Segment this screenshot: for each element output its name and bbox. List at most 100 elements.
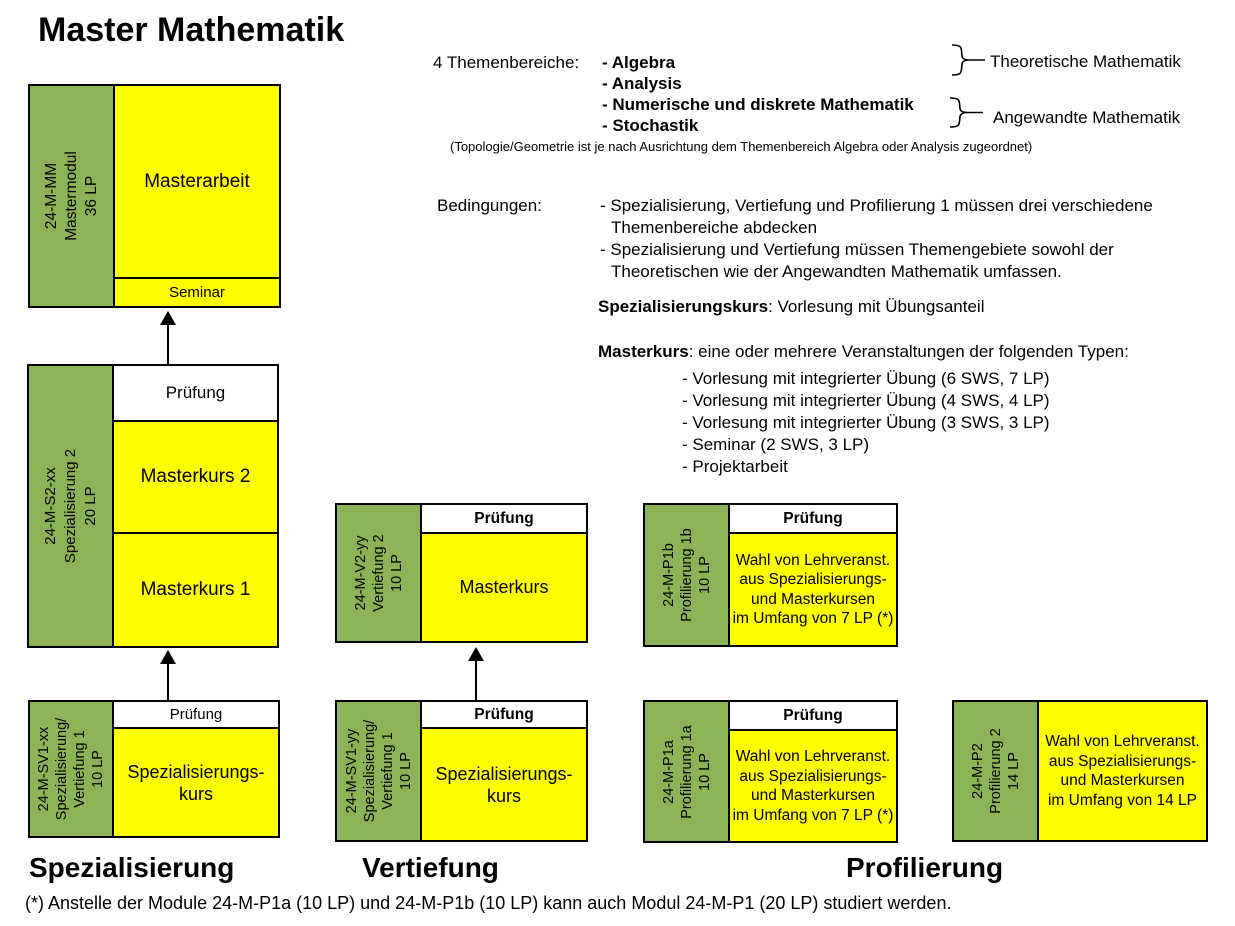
group-theoretische-mathematik: Theoretische Mathematik [990,52,1181,71]
pruefung-label: Prüfung [165,383,226,402]
kurs-line: kurs [486,785,521,806]
pruefung-cell: Prüfung [730,505,896,534]
module-lp: 10 LP [696,556,713,594]
bedingungen-line: - Spezialisierung, Vertiefung und Profil… [600,196,1153,215]
module-spezialisierung-2-code-panel: 24-M-S2-xx Spezialisierung 2 20 LP [29,366,114,646]
pruefung-label: Prüfung [474,509,534,527]
pruefung-cell: Prüfung [730,702,896,731]
masterarbeit-cell: Masterarbeit [115,86,279,277]
spezialisierungskurs-cell: Spezialisierungs- kurs [114,729,278,836]
masterkurs-item: - Vorlesung mit integrierter Übung (3 SW… [682,413,1050,432]
arrow-up-icon [160,311,176,325]
wahl-line: im Umfang von 14 LP [1047,791,1198,809]
wahl-line: aus Spezialisierungs- [739,767,887,785]
module-name: Mastermodul [62,151,80,241]
wahl-line: Wahl von Lehrveranst. [735,551,891,569]
pruefung-cell: Prüfung [114,702,278,729]
themen-item-stochastik: - Stochastik [602,116,699,135]
seminar-label: Seminar [169,284,225,301]
footnote: (*) Anstelle der Module 24-M-P1a (10 LP)… [25,893,952,913]
masterkurs-item: - Seminar (2 SWS, 3 LP) [682,435,870,454]
column-heading-profilierung: Profilierung [846,852,1004,883]
module-profilierung-1a: 24-M-P1a Profilierung 1a 10 LP Prüfung W… [643,700,898,843]
module-code: 24-M-S2-xx [41,467,59,545]
brace-angewandte [949,97,983,128]
module-profilierung-2: 24-M-P2 Profilierung 2 14 LP Wahl von Le… [952,700,1208,842]
masterkurs-term: Masterkurs [598,342,689,361]
module-code: 24-M-V2-yy [352,535,369,611]
masterkurs-rest: : eine oder mehrere Veranstaltungen der … [688,342,1129,361]
module-lp: 36 LP [82,175,100,217]
module-code: 24-M-P2 [969,743,986,799]
bedingungen-line: Themenbereiche abdecken [611,218,818,237]
wahl-line: und Masterkursen [750,590,876,608]
module-name: Profilierung 2 [987,728,1004,814]
module-name: Vertiefung 2 [370,534,387,612]
spezialisierungskurs-term: Spezialisierungskurs [598,297,769,316]
module-spezialisierung-vertiefung-1-yy: 24-M-SV1-yy Spezialisierung/ Vertiefung … [335,700,588,842]
pruefung-label: Prüfung [169,706,223,723]
module-name: Profilierung 1a [678,724,695,819]
masterkurs-label: Masterkurs [459,577,549,597]
pruefung-label: Prüfung [783,706,843,724]
arrow-line [475,660,477,700]
module-vertiefung-2: 24-M-V2-yy Vertiefung 2 10 LP Prüfung Ma… [335,503,588,643]
wahl-line: und Masterkursen [1060,772,1185,789]
pruefung-cell: Prüfung [422,505,586,534]
bedingungen-line: - Spezialisierung und Vertiefung müssen … [600,240,1114,259]
module-code: 24-M-SV1-yy [343,728,360,814]
module-lp: 20 LP [81,486,99,526]
column-heading-vertiefung: Vertiefung [362,852,499,883]
arrow-line [167,663,169,700]
pruefung-label: Prüfung [474,705,534,723]
module-p1b-code-panel: 24-M-P1b Profilierung 1b 10 LP [645,505,730,645]
wahl-cell: Wahl von Lehrveranst. aus Spezialisierun… [1039,702,1206,840]
arrow-up-icon [160,650,176,664]
masterkurs-item: - Projektarbeit [682,457,788,476]
module-name: Spezialisierung 2 [61,448,79,564]
spezialisierungskurs-rest: : Vorlesung mit Übungsanteil [768,297,985,316]
arrow-line [167,325,169,364]
module-name2: Vertiefung 1 [379,732,396,810]
kurs-line: kurs [178,783,213,804]
module-lp: 10 LP [696,752,713,791]
module-name: Spezialisierung/ [361,719,378,823]
module-name: Profilierung 1b [678,528,695,622]
themen-item-numerik: - Numerische und diskrete Mathematik [602,95,914,114]
arrow-up-icon [468,647,484,661]
masterkurs-definition: Masterkurs: eine oder mehrere Veranstalt… [598,342,1129,362]
masterkurs-cell: Masterkurs [422,534,586,641]
module-lp: 10 LP [388,554,405,592]
module-sv1yy-code-panel: 24-M-SV1-yy Spezialisierung/ Vertiefung … [337,702,422,840]
bedingungen-label: Bedingungen: [437,196,542,215]
kurs-line: Spezialisierungs- [127,761,265,782]
page-title: Master Mathematik [38,11,345,49]
wahl-line: im Umfang von 7 LP (*) [732,806,894,824]
wahl-line: Wahl von Lehrveranst. [1045,733,1200,750]
module-code: 24-M-P1b [660,543,677,607]
pruefung-cell: Prüfung [114,366,277,422]
masterkurs-item: - Vorlesung mit integrierter Übung (6 SW… [682,369,1050,388]
themen-item-algebra: - Algebra [602,53,676,72]
brace-theoretische [951,44,985,76]
wahl-line: und Masterkursen [750,787,876,804]
masterkurs2-cell: Masterkurs 2 [114,422,277,532]
column-heading-spezialisierung: Spezialisierung [29,852,235,883]
kurs-line: Spezialisierungs- [435,763,573,784]
module-code: 24-M-MM [42,162,60,230]
module-name2: Vertiefung 1 [72,730,88,808]
module-v2-code-panel: 24-M-V2-yy Vertiefung 2 10 LP [337,505,422,641]
module-mastermodul-code-panel: 24-M-MM Mastermodul 36 LP [30,86,115,306]
module-lp: 10 LP [397,752,414,790]
spezialisierungskurs-definition: Spezialisierungskurs: Vorlesung mit Übun… [598,297,984,317]
module-mastermodul: 24-M-MM Mastermodul 36 LP Masterarbeit S… [28,84,281,308]
pruefung-label: Prüfung [783,509,843,527]
masterkurs1-cell: Masterkurs 1 [114,532,277,646]
module-sv1xx-code-panel: 24-M-SV1-xx Spezialisierung/ Vertiefung … [30,702,114,836]
masterkurs-item: - Vorlesung mit integrierter Übung (4 SW… [682,391,1050,410]
module-code: 24-M-SV1-xx [36,726,52,812]
module-lp: 14 LP [1005,752,1022,790]
module-lp: 10 LP [90,750,106,788]
spezialisierungskurs-cell: Spezialisierungs- kurs [422,729,586,840]
masterarbeit-label: Masterarbeit [144,170,250,192]
